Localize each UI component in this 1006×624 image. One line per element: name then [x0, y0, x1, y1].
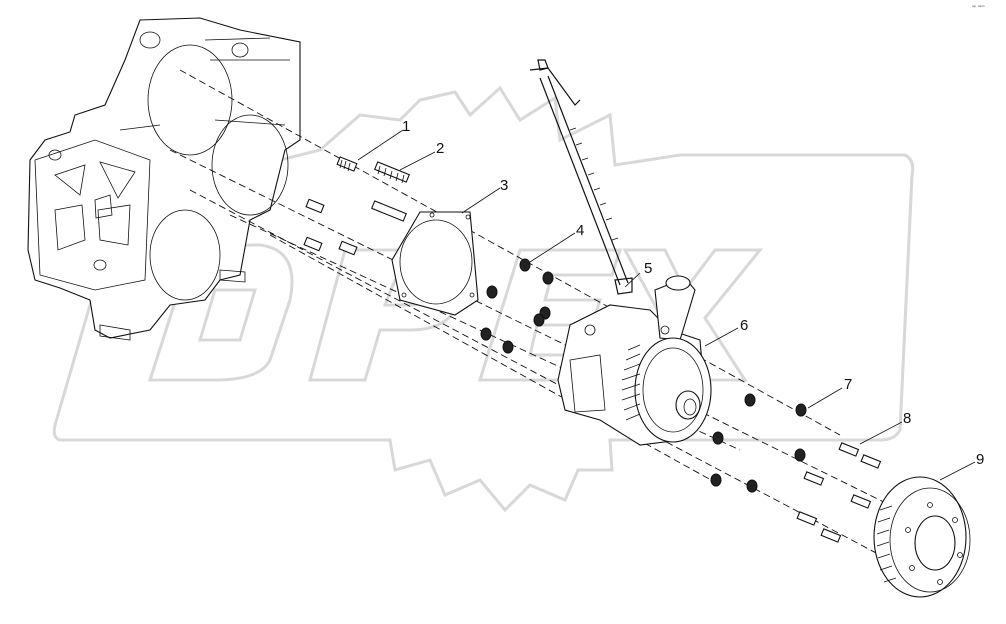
callout-8: 8: [903, 410, 911, 427]
corner-mark: ᵃᵖ ᵈᵉᵐ: [972, 5, 985, 11]
callout-1: 1: [402, 118, 410, 135]
stud-short-1: [336, 156, 358, 172]
dipstick-5: [529, 59, 633, 295]
callout-labels: 1 2 3 4 5 6 7 8 9: [402, 118, 984, 468]
callout-7: 7: [844, 376, 852, 393]
callout-3: 3: [500, 177, 508, 194]
callout-2: 2: [436, 140, 444, 157]
gasket-3: [391, 211, 479, 316]
stud-long-2: [374, 161, 410, 184]
callout-9: 9: [976, 451, 984, 468]
water-pump-6: [557, 275, 712, 446]
studs: [303, 156, 882, 543]
nuts: [480, 258, 807, 493]
timing-cover: [27, 17, 301, 341]
pulley-9: [873, 476, 971, 598]
callout-6: 6: [740, 317, 748, 334]
callout-4: 4: [576, 222, 584, 239]
callout-5: 5: [644, 260, 652, 277]
leader-lines: [357, 129, 976, 481]
